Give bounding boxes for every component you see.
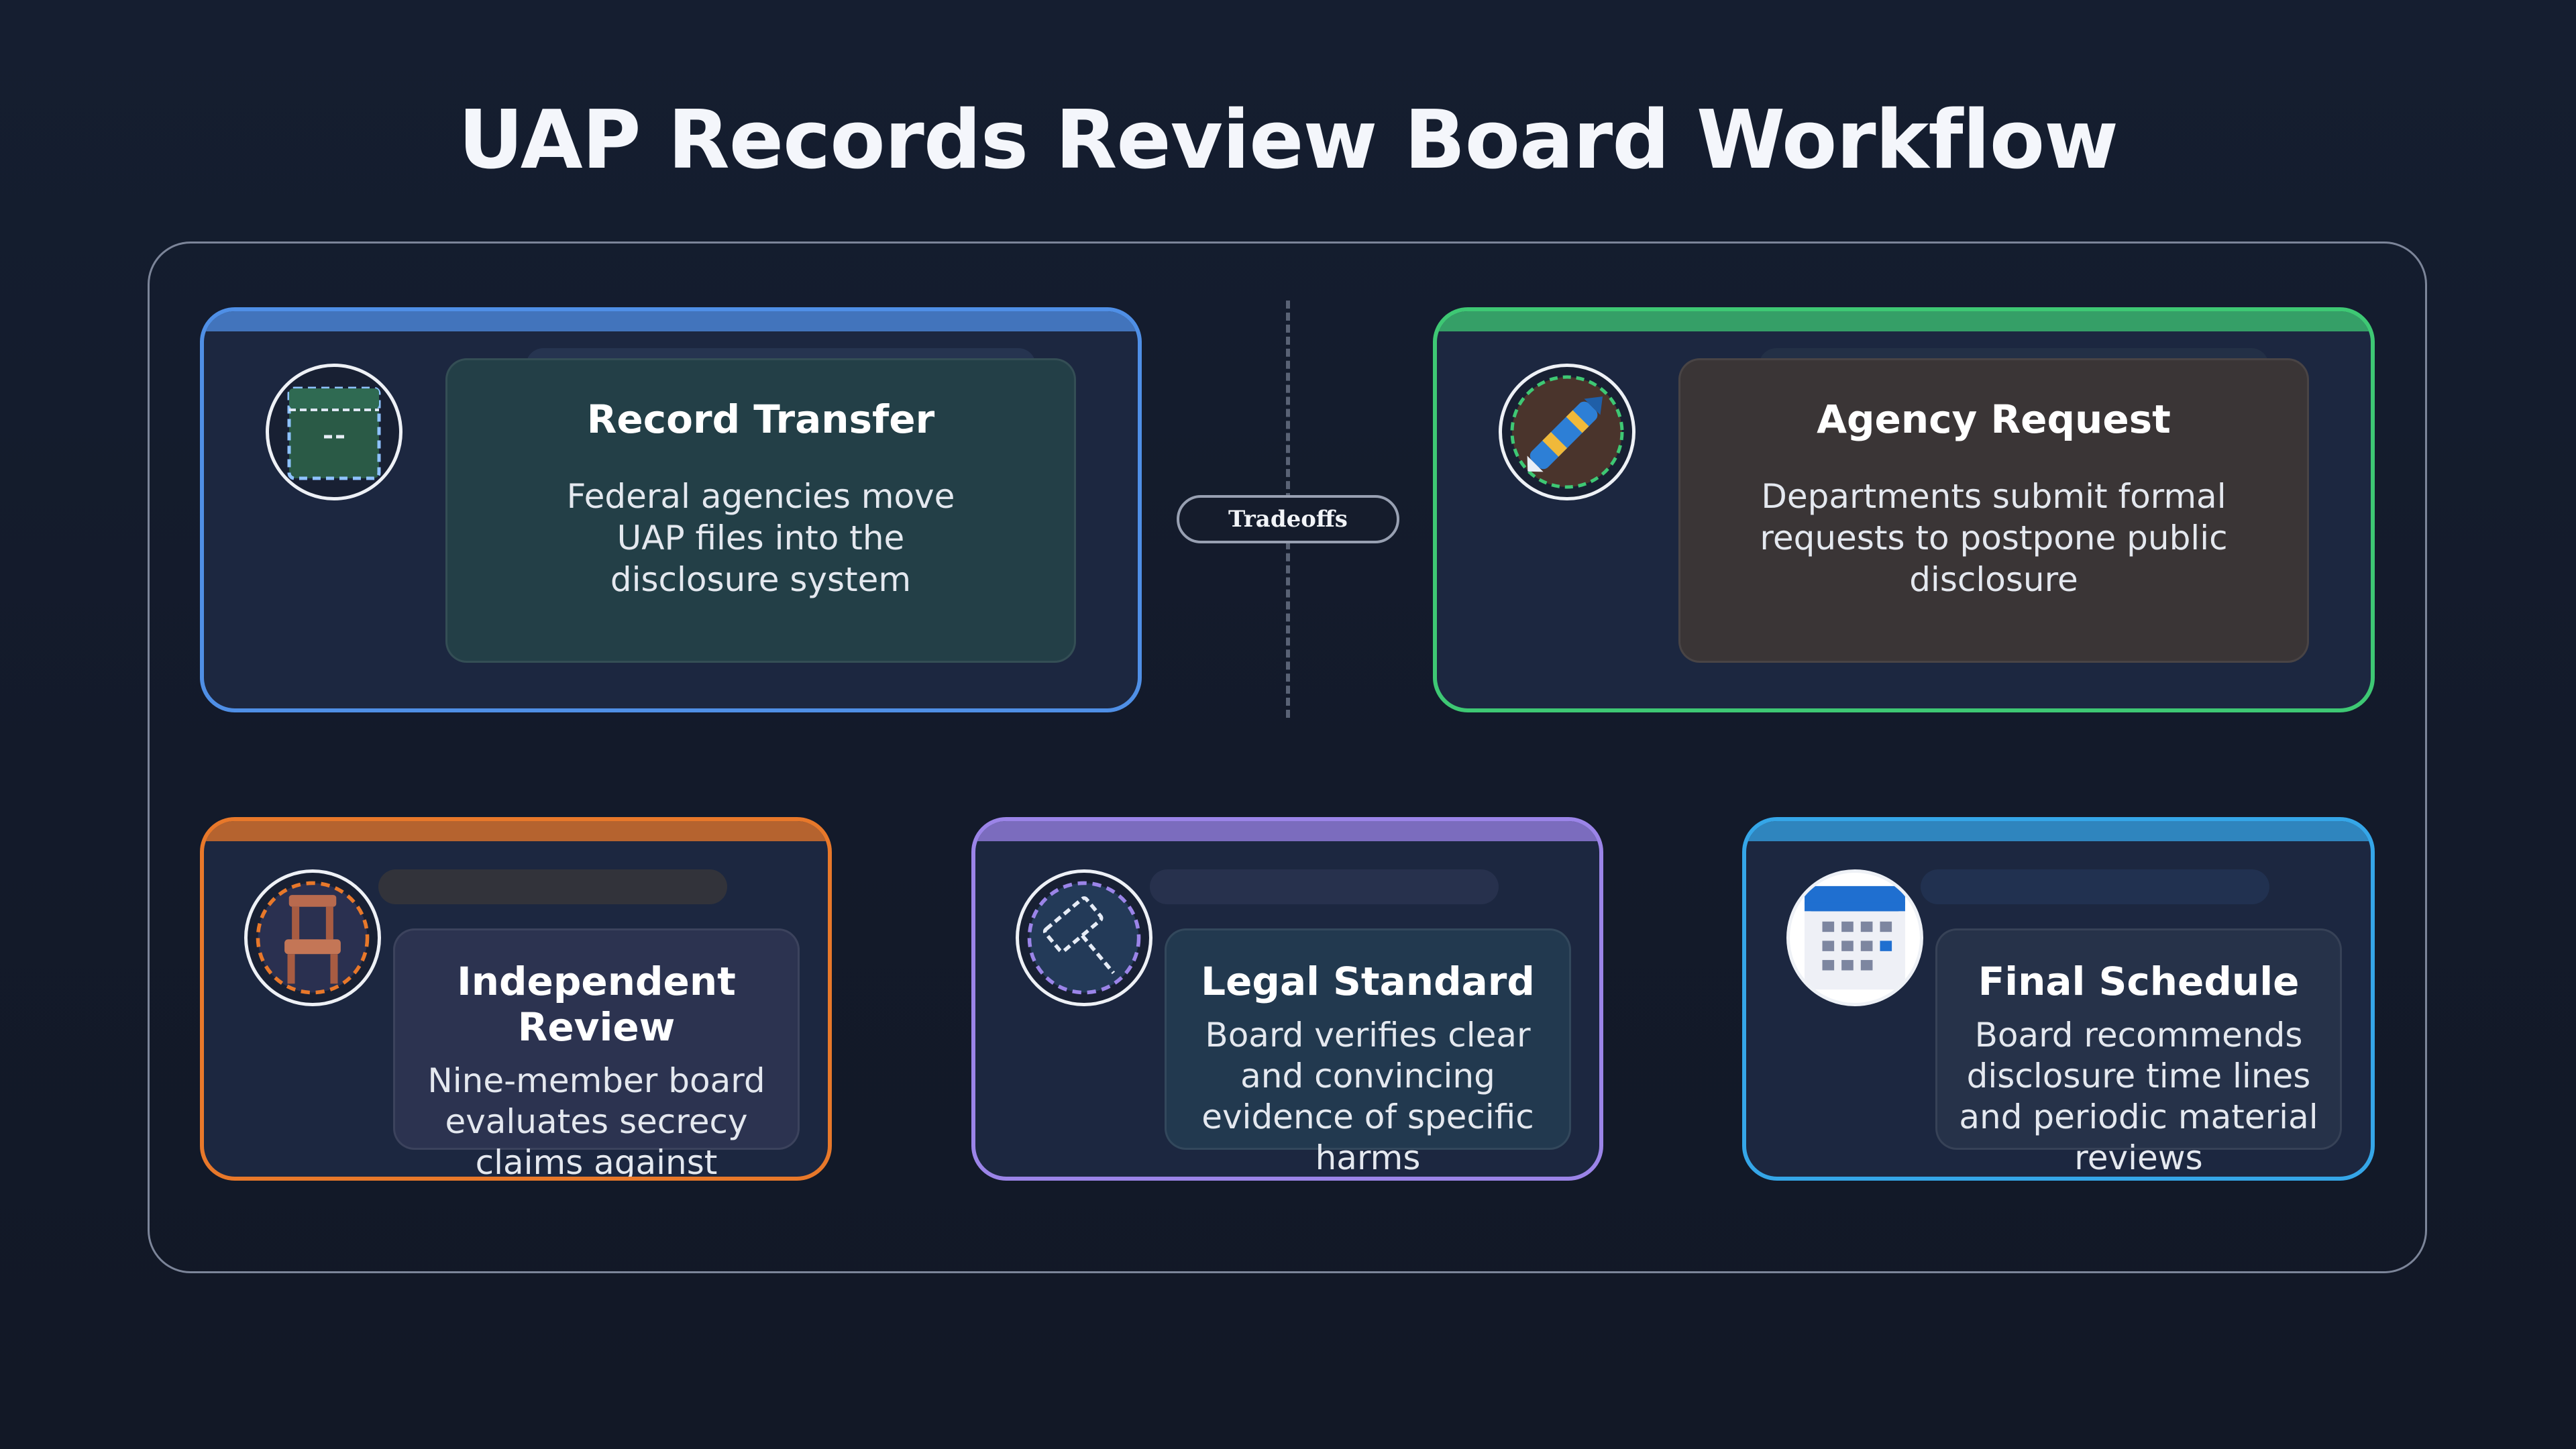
card-title: Independent Review [457,959,736,1050]
card-accent-bar [204,821,828,841]
card-ghost-bar [1150,869,1499,904]
card-title: Agency Request [1817,396,2171,442]
card-description: Federal agencies move UAP files into the… [566,477,955,599]
card-record-transfer: Record Transfer Federal agencies move UA… [200,307,1142,712]
card-description: Board verifies clear and convincing evid… [1201,1016,1534,1177]
card-final-schedule: Final Schedule Board recommends disclosu… [1742,817,2375,1181]
card-title: Final Schedule [1978,959,2300,1004]
card-accent-bar [1437,311,2371,331]
card-legal-standard: Legal Standard Board verifies clear and … [971,817,1603,1181]
archive-box-icon [266,364,402,500]
card-accent-bar [204,311,1138,331]
pen-icon [1499,364,1635,500]
card-ghost-bar [1921,869,2269,904]
card-content: Record Transfer Federal agencies move UA… [445,358,1076,663]
card-accent-bar [975,821,1599,841]
card-description: Departments submit formal requests to po… [1760,477,2228,599]
card-agency-request: Agency Request Departments submit formal… [1433,307,2375,712]
chair-icon [244,869,381,1006]
card-content: Agency Request Departments submit formal… [1678,358,2309,663]
card-independent-review: Independent Review Nine-member board eva… [200,817,832,1181]
card-content: Final Schedule Board recommends disclosu… [1935,928,2342,1177]
gavel-icon [1016,869,1152,1006]
calendar-icon [1786,869,1923,1006]
card-description: Board recommends disclosure time lines a… [1959,1016,2318,1177]
workflow-frame [148,241,2427,1273]
card-content: Independent Review Nine-member board eva… [393,928,800,1177]
card-description: Nine-member board evaluates secrecy clai… [427,1061,765,1181]
diagram-title: UAP Records Review Board Workflow [458,94,2118,187]
tradeoffs-label: Tradeoffs [1177,495,1399,543]
card-content: Legal Standard Board verifies clear and … [1165,928,1571,1177]
card-ghost-bar [378,869,727,904]
card-accent-bar [1746,821,2371,841]
card-title: Legal Standard [1201,959,1535,1004]
card-title: Record Transfer [586,396,935,442]
